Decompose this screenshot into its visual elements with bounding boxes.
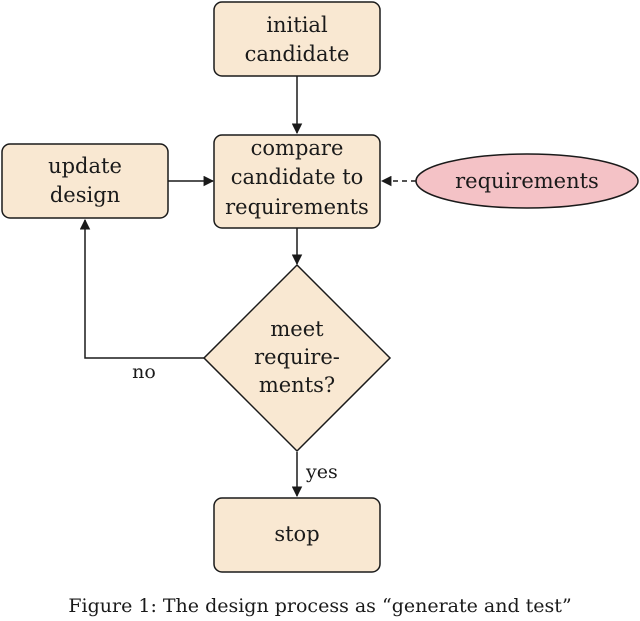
node-compare-line3: requirements [225,195,369,219]
node-decision-line1: meet [270,317,324,341]
no-label: no [132,361,156,383]
node-update-design: update design [1,143,169,219]
node-decision: meet require- ments? [202,263,392,453]
node-update-design-line2: design [50,183,120,207]
node-stop: stop [213,497,381,573]
node-compare-line2: candidate to [231,165,364,189]
flowchart: no yes initial candidate compare candida… [1,1,639,573]
node-stop-label: stop [274,522,319,546]
node-compare: compare candidate to requirements [213,134,381,229]
node-initial-candidate-line2: candidate [245,42,350,66]
node-initial-candidate-line1: initial [266,13,328,37]
node-initial-candidate: initial candidate [213,1,381,77]
edge-decision-to-update [79,218,204,359]
node-requirements: requirements [415,153,639,209]
node-requirements-label: requirements [455,169,599,193]
node-decision-line3: ments? [259,373,335,397]
yes-label: yes [305,461,338,483]
figure-caption: Figure 1: The design process as “generat… [68,595,572,617]
node-update-design-line1: update [48,154,122,178]
node-compare-line1: compare [251,136,344,160]
node-decision-line2: require- [254,345,340,369]
